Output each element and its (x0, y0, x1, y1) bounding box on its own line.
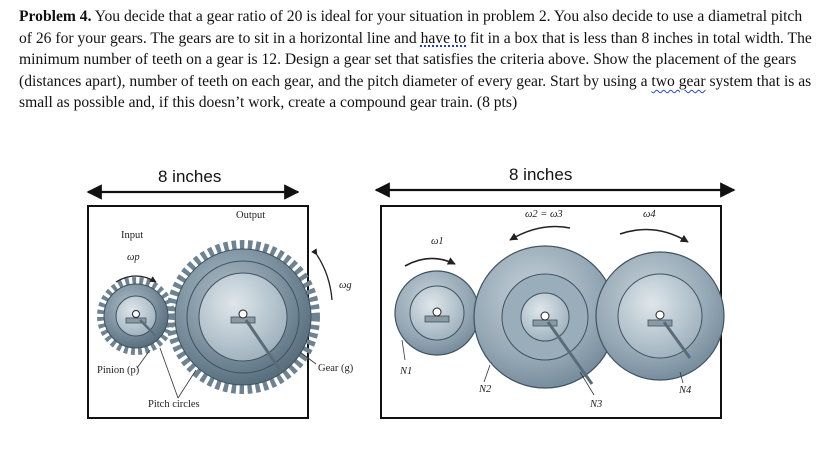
n1-label: N1 (399, 366, 412, 377)
problem-text: Problem 4. You decide that a gear ratio … (19, 6, 819, 114)
gear-label: Gear (g) (318, 363, 354, 374)
right-dimension-label: 8 inches (509, 165, 573, 184)
omega23-arrow (509, 225, 571, 241)
left-dimension-label: 8 inches (158, 167, 222, 186)
problem-text-part3: system that is as small as possible and,… (19, 72, 812, 112)
omega-p-arrow (115, 275, 157, 283)
n4-label: N4 (678, 385, 692, 396)
omega-g-arrow (311, 248, 333, 301)
disc-n4 (595, 251, 725, 381)
omega-p-label: ωp (127, 252, 140, 263)
disc-n2-n3 (473, 245, 617, 389)
right-figure: ω1 ω2 = ω3 ω4 N1 N2 N3 N4 (380, 205, 725, 419)
omega23-label: ω2 = ω3 (525, 209, 563, 220)
have-to-phrase: have to (420, 29, 467, 47)
problem-label: Problem 4. (19, 8, 92, 25)
input-label: Input (121, 230, 143, 241)
omega4-label: ω4 (643, 209, 656, 220)
two-gear-phrase: two gear (651, 72, 706, 90)
left-figure: Output Input ωp ωg Pinion (p) Gear (g) P… (87, 205, 354, 419)
problem-text-part1: You decide that a gear ratio of 20 is id… (19, 8, 803, 47)
pitch-circles-label: Pitch circles (148, 399, 200, 410)
omega1-label: ω1 (431, 236, 444, 247)
pinion-label: Pinion (p) (97, 365, 140, 376)
disc-n1 (394, 270, 480, 356)
problem-text-part2: fit in a box that is less than 8 inches … (19, 29, 812, 90)
output-label: Output (236, 210, 265, 221)
omega-g-label: ωg (339, 280, 352, 291)
omega1-arrow (404, 257, 456, 267)
omega4-arrow (619, 228, 689, 243)
output-gear (166, 240, 320, 394)
n2-label: N2 (478, 384, 492, 395)
n3-label: N3 (589, 399, 602, 410)
pinion-gear (97, 277, 175, 355)
